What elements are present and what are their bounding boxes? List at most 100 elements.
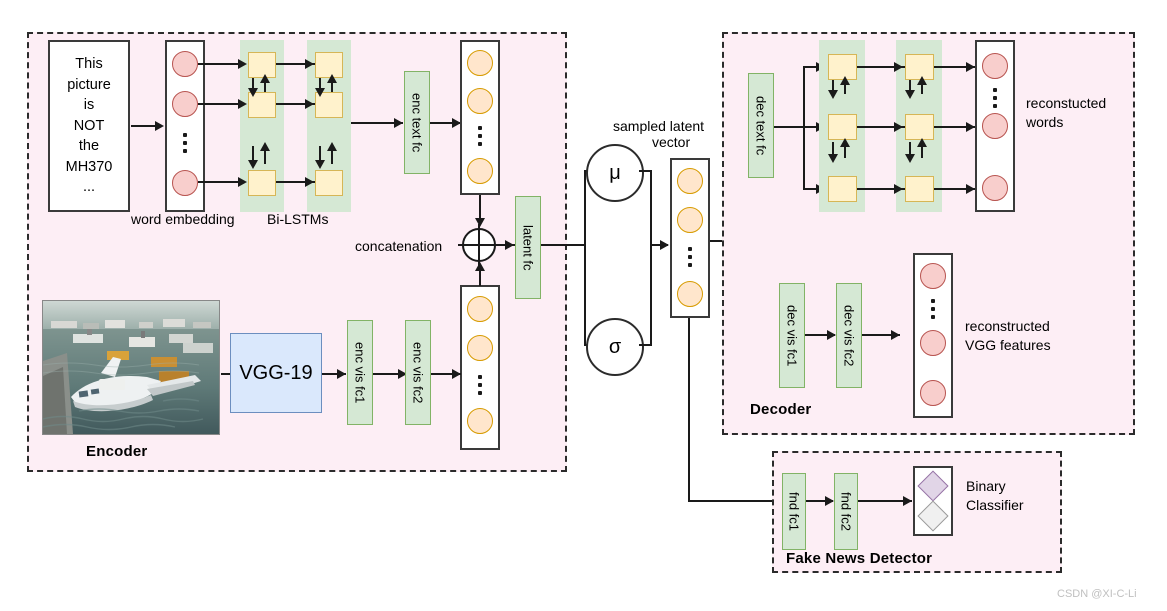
input-text-box: This picture is NOT the MH370 ... xyxy=(48,40,130,212)
enc-text-fc-label: enc text fc xyxy=(409,92,425,153)
decoder-chain-head xyxy=(894,121,903,132)
dectextfc-fanout-vertical xyxy=(803,66,805,190)
reconstructed-word-node xyxy=(982,113,1008,139)
lstm-chain-head xyxy=(305,176,314,187)
embedding-node xyxy=(172,51,198,77)
crashed-plane-photo-svg xyxy=(43,301,219,434)
bidirectional-arrows-icon xyxy=(827,138,855,163)
dectextfc-fanout-row3 xyxy=(803,188,823,190)
arrow-text-to-embedding-head xyxy=(155,120,164,131)
lstm-to-enctextfc-head xyxy=(394,117,403,128)
dectextfc-fanout-row1 xyxy=(803,66,823,68)
mu-node: μ xyxy=(586,144,644,202)
enc-vis-fc1-label: enc vis fc1 xyxy=(352,341,368,404)
dectextfc-out-line xyxy=(774,126,804,128)
latent-node xyxy=(677,207,703,233)
dec-text-fc-box: dec text fc xyxy=(748,73,774,178)
decoder-to-words-head xyxy=(966,61,975,72)
visfeat-to-concat-line xyxy=(479,268,481,286)
decoder-lstm-cell xyxy=(828,176,857,202)
fnd-fc2-box: fnd fc2 xyxy=(834,473,858,550)
vgg-to-encvisfc1-head xyxy=(337,368,346,379)
dectextfc-fanout-row2 xyxy=(803,126,823,128)
text-feature-node xyxy=(467,50,493,76)
reconstructed-vgg-label-line1: reconstructed xyxy=(965,318,1050,334)
text-feature-ellipsis-icon xyxy=(478,126,482,146)
bidirectional-arrows-icon xyxy=(314,74,342,98)
decoder-to-words-line xyxy=(934,66,976,68)
lstm-chain-head xyxy=(305,58,314,69)
bidirectional-arrows-icon xyxy=(827,76,855,100)
text-feature-node xyxy=(467,158,493,184)
dec-vis-fc2-label: dec vis fc2 xyxy=(841,304,857,367)
bidirectional-arrows-icon xyxy=(314,142,342,169)
latent-to-fnd-line xyxy=(688,500,781,502)
fake-news-detector-title: Fake News Detector xyxy=(786,550,933,567)
decoder-chain-line xyxy=(857,188,905,190)
decvisfc1-to-fc2-line xyxy=(805,334,835,336)
enctextfc-to-textfeat-head xyxy=(452,117,461,128)
fnd-fc2-label: fnd fc2 xyxy=(838,491,854,532)
lstm-cell xyxy=(248,170,276,196)
embed-to-lstm-head xyxy=(238,58,247,69)
decoder-to-words-head xyxy=(966,121,975,132)
reconstructed-vgg-node xyxy=(920,330,946,356)
latent-fc-box: latent fc xyxy=(515,196,541,299)
lstm-chain-head xyxy=(305,98,314,109)
embed-to-lstm-line xyxy=(198,103,240,105)
dec-vis-fc1-box: dec vis fc1 xyxy=(779,283,805,388)
merge-to-latentvec-line xyxy=(650,244,668,246)
reconstructed-vgg-ellipsis-icon xyxy=(931,299,935,319)
lstm-cell xyxy=(248,92,276,118)
embedding-node xyxy=(172,91,198,117)
embed-to-lstm-line xyxy=(198,181,240,183)
decvisfc2-to-output-line xyxy=(862,334,900,336)
vgg-to-encvisfc1-line xyxy=(322,373,346,375)
embedding-ellipsis-icon xyxy=(183,133,187,153)
latent-fc-label: latent fc xyxy=(520,224,536,271)
lstm-cell xyxy=(315,52,343,78)
bidirectional-arrows-icon xyxy=(247,142,275,169)
mu-out-line xyxy=(639,170,651,172)
musigma-merge-vertical xyxy=(650,170,652,346)
watermark: CSDN @XI-C-Li xyxy=(1057,588,1137,600)
reconstructed-vgg-node xyxy=(920,380,946,406)
decoder-lstm-cell xyxy=(828,114,857,140)
decoder-lstm-cell xyxy=(905,114,934,140)
reconstructed-vgg-label-line2: VGG features xyxy=(965,337,1051,353)
enc-vis-fc2-box: enc vis fc2 xyxy=(405,320,431,425)
text-feature-node xyxy=(467,88,493,114)
lstm-cell xyxy=(315,170,343,196)
embed-to-lstm-head xyxy=(238,176,247,187)
input-text: This picture is NOT the MH370 ... xyxy=(65,55,113,196)
visual-feature-node xyxy=(467,296,493,322)
sampled-latent-vector-label-line1: sampled latent xyxy=(613,118,705,134)
arrow-text-to-embedding-line xyxy=(131,125,156,127)
fndfc2-to-classifier-head xyxy=(903,495,912,506)
visual-feature-node xyxy=(467,335,493,361)
concatenation-operator xyxy=(458,224,500,266)
enctextfc-to-textfeat-line xyxy=(430,122,460,124)
binary-classifier-label-line1: Binary xyxy=(966,478,1006,494)
lstm-cell xyxy=(248,52,276,78)
input-image xyxy=(42,300,220,435)
lstm-to-enctextfc-line xyxy=(351,122,403,124)
enc-text-fc-box: enc text fc xyxy=(404,71,430,174)
concatenation-label: concatenation xyxy=(355,238,443,254)
latent-node xyxy=(677,168,703,194)
visual-feature-ellipsis-icon xyxy=(478,375,482,395)
decoder-lstm-cell xyxy=(905,176,934,202)
lstm-cell xyxy=(315,92,343,118)
merge-to-latentvec-head xyxy=(660,239,669,250)
decoder-chain-line xyxy=(857,126,905,128)
encvisfc2-to-visfeat-line xyxy=(431,373,461,375)
mu-label: μ xyxy=(609,161,621,184)
visfeat-to-concat-head xyxy=(474,262,485,271)
textfeat-to-concat-head xyxy=(474,218,485,227)
sigma-label: σ xyxy=(608,335,622,358)
decoder-chain-head xyxy=(894,183,903,194)
reconstructed-words-label-line1: reconstucted xyxy=(1026,95,1107,111)
vgg19-label: VGG-19 xyxy=(239,361,313,384)
fnd-fc1-box: fnd fc1 xyxy=(782,473,806,550)
concat-to-latentfc-head xyxy=(505,239,514,250)
